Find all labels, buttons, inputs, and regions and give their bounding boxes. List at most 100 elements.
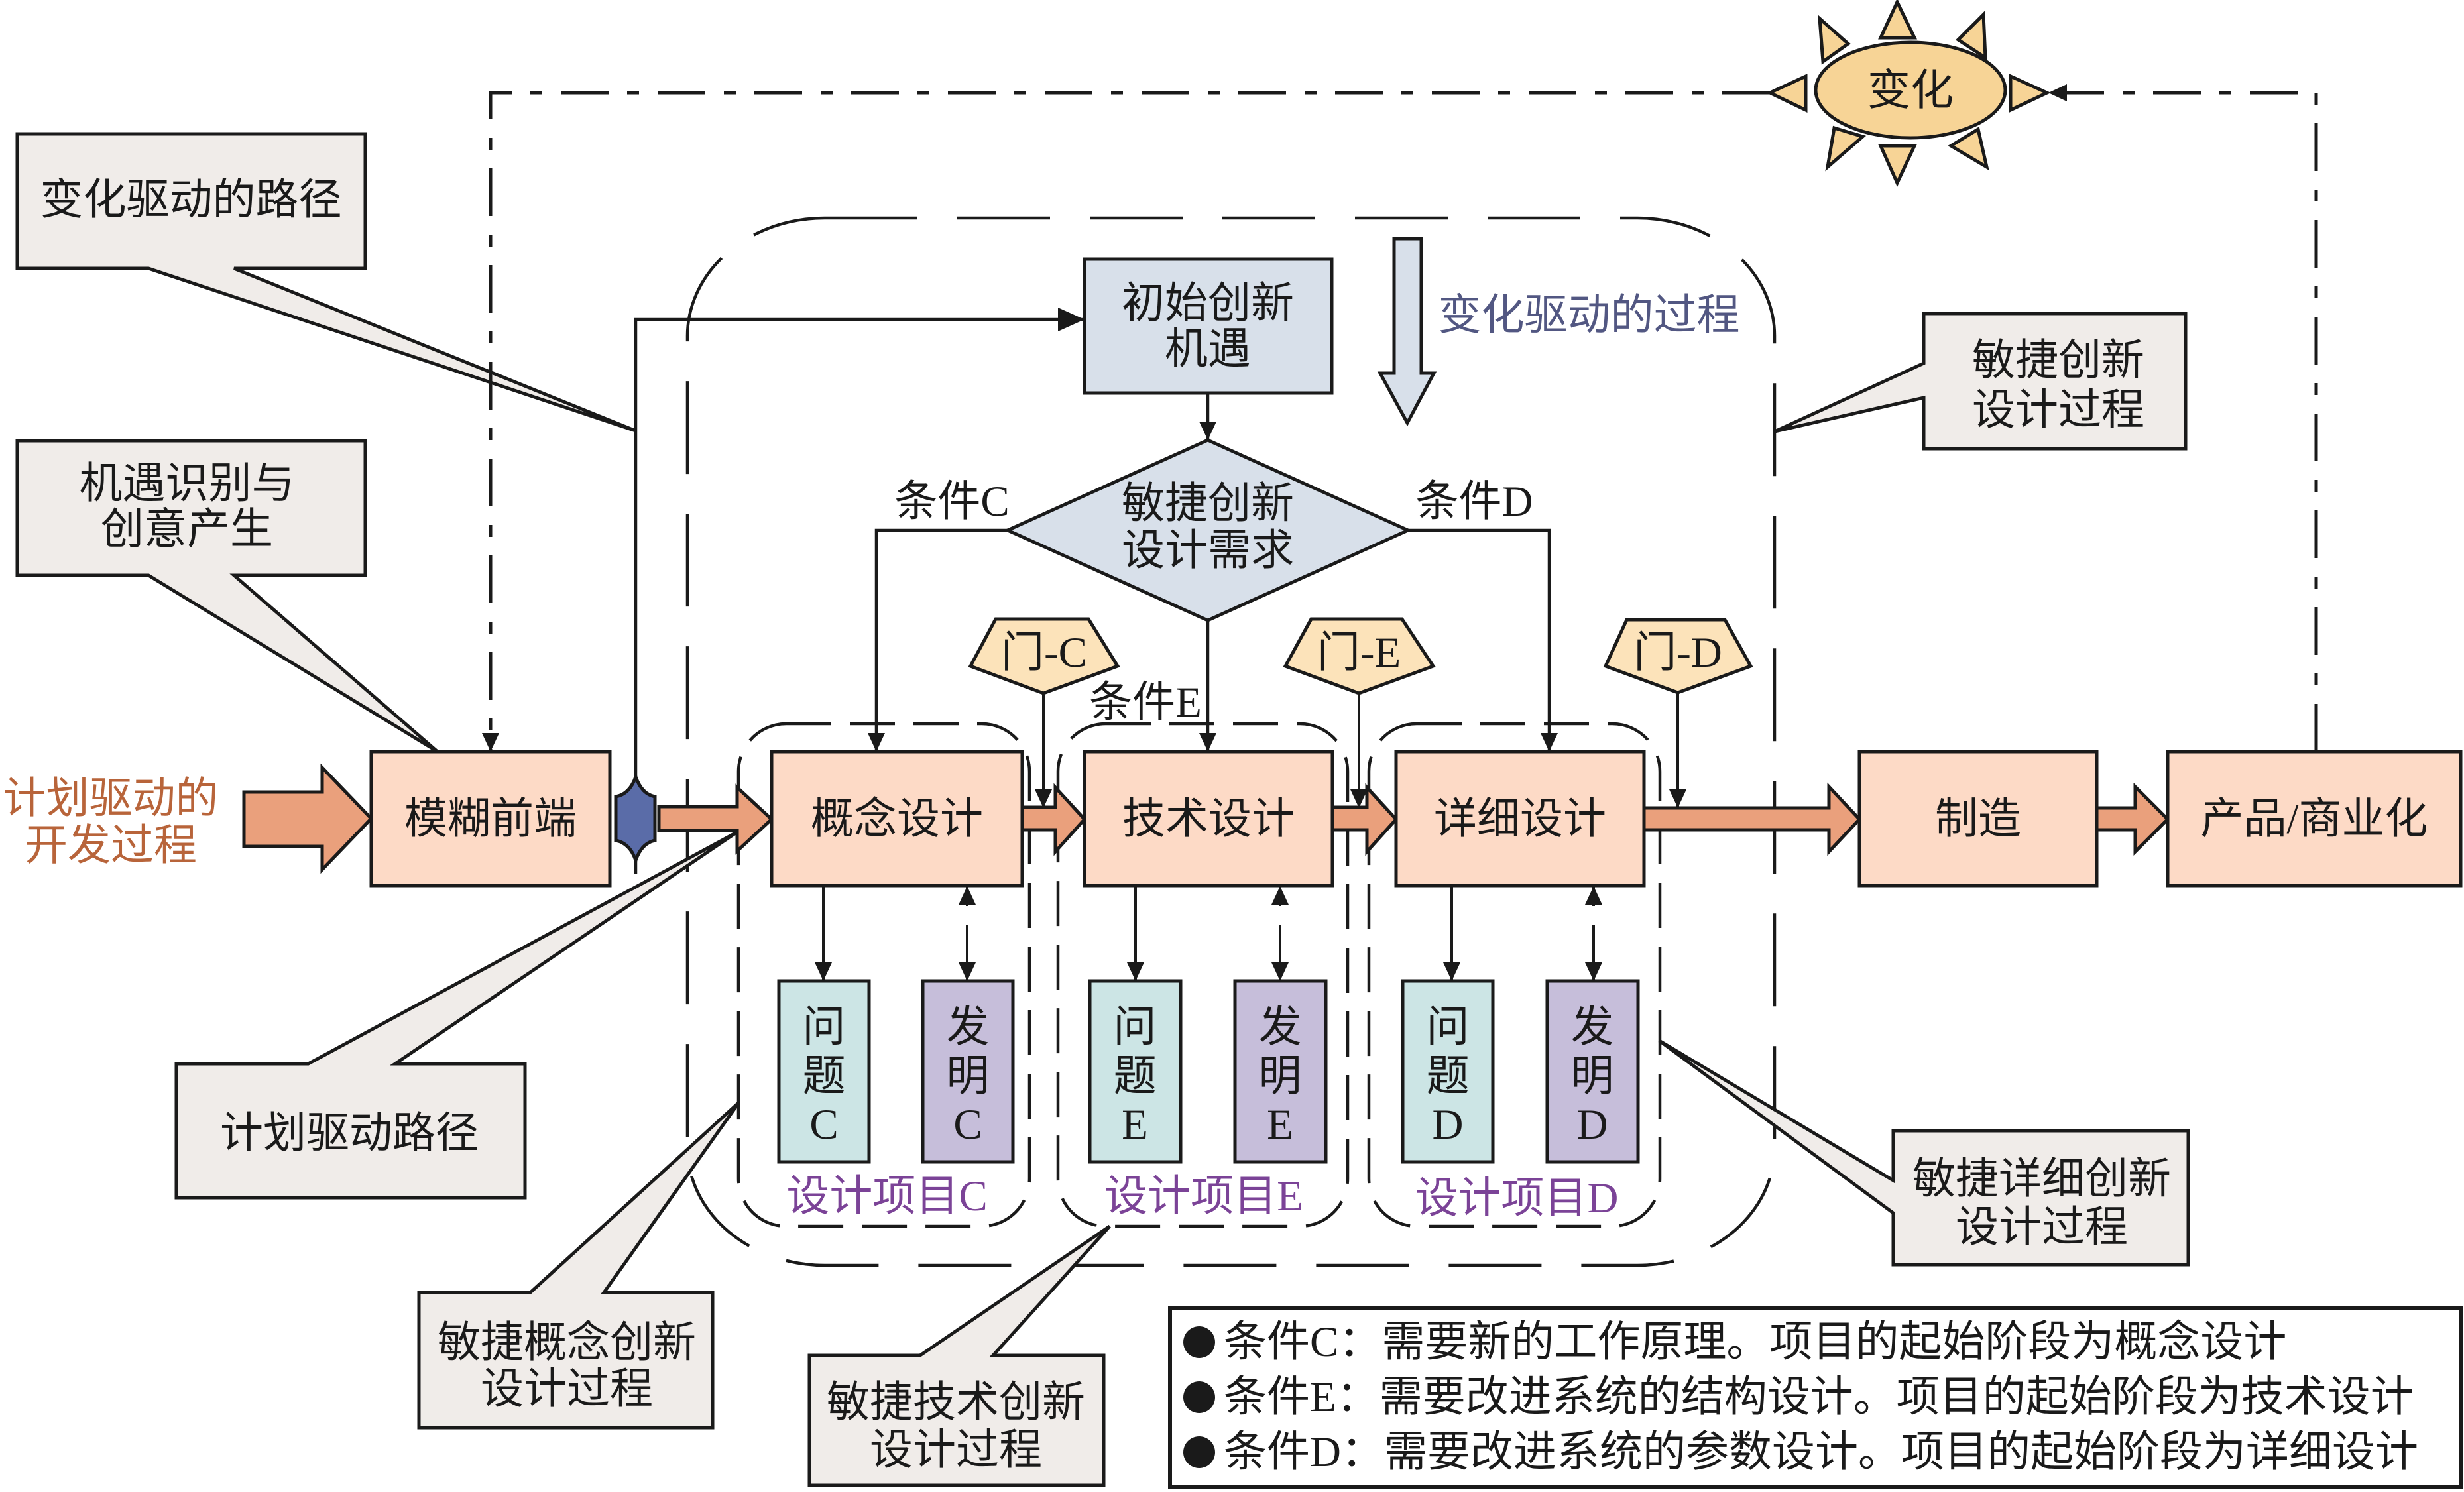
invention-char-3: D <box>1577 1101 1608 1149</box>
callout-text-line-2: 设计过程 <box>870 1426 1042 1474</box>
callout-text-line-1: 敏捷创新 <box>1972 337 2144 384</box>
problem-char-2: 题 <box>802 1053 845 1100</box>
plan-driven-process-label-line-1: 计划驱动的 <box>3 775 218 823</box>
flow-arrow-manufacturing-to-product <box>2095 782 2170 856</box>
problem-char-1: 问 <box>802 1004 845 1051</box>
condition-e-label: 条件E <box>1089 679 1202 726</box>
callout-agile-detailed-innovation: 敏捷详细创新 设计过程 <box>1658 1039 2190 1267</box>
gate-c: 门-C <box>968 617 1120 695</box>
process-label: 概念设计 <box>811 795 983 843</box>
design-project-e-label: 设计项目E <box>1104 1173 1303 1220</box>
callout-agile-concept-innovation: 敏捷概念创新 设计过程 <box>417 1101 741 1430</box>
problem-char-1: 问 <box>1426 1004 1469 1051</box>
invention-d-box: 发 明 D <box>1545 979 1640 1164</box>
callout-text: 变化驱动的路径 <box>40 176 341 224</box>
process-fuzzy-front-end: 模糊前端 <box>369 750 612 888</box>
initial-innovation-opportunity: 初始创新 机遇 <box>1083 257 1334 395</box>
invention-char-2: 明 <box>946 1053 989 1100</box>
gate-d: 门-D <box>1603 618 1753 695</box>
process-concept-design: 概念设计 <box>770 750 1024 888</box>
process-label: 模糊前端 <box>404 795 577 843</box>
process-technical-design: 技术设计 <box>1083 750 1334 888</box>
gate-e: 门-E <box>1283 617 1436 695</box>
process-product-commercialization: 产品/商业化 <box>2166 750 2463 888</box>
front-end-marker-icon <box>614 772 657 866</box>
gate-label: 门-D <box>1633 629 1722 677</box>
change-driven-down-arrow-icon <box>1377 237 1437 427</box>
invention-char-1: 发 <box>946 1004 989 1051</box>
condition-d-connector <box>1408 528 1558 752</box>
change-driven-process-label: 变化驱动的过程 <box>1438 292 1739 339</box>
opportunity-label-line-1: 初始创新 <box>1122 280 1294 327</box>
callout-text-line-2: 设计过程 <box>1956 1204 2128 1251</box>
design-project-c-boundary <box>736 722 1031 1228</box>
condition-c-connector <box>868 528 1008 752</box>
gate-label: 门-C <box>1001 629 1087 677</box>
flow-arrow-concept-to-technical <box>1020 783 1087 856</box>
agile-innovation-process-boundary <box>685 216 1777 1267</box>
invention-char-2: 明 <box>1570 1053 1613 1100</box>
invention-char-3: C <box>953 1101 982 1149</box>
legend-bullet-icon <box>1183 1381 1215 1413</box>
problem-char-1: 问 <box>1113 1004 1156 1051</box>
legend-item-condition-e: 条件E：需要改进系统的结构设计。项目的起始阶段为技术设计 <box>1224 1373 2414 1421</box>
problem-char-3: E <box>1122 1101 1148 1149</box>
callout-text-line-1: 敏捷技术创新 <box>827 1379 1085 1426</box>
process-label: 制造 <box>1935 795 2021 843</box>
invention-char-1: 发 <box>1570 1004 1613 1051</box>
change-driven-connector <box>634 308 1085 874</box>
flow-arrow-front-end-to-concept <box>657 783 774 855</box>
invention-c-box: 发 明 C <box>921 979 1015 1164</box>
problem-char-3: C <box>809 1101 838 1149</box>
flow-arrow-detailed-to-manufacturing <box>1642 782 1862 856</box>
legend-bullet-icon <box>1183 1436 1215 1468</box>
callout-text-line-2: 设计过程 <box>1972 386 2144 434</box>
callout-plan-driven-path: 计划驱动路径 <box>174 831 738 1200</box>
callout-agile-innovation-design-process: 敏捷创新 设计过程 <box>1773 312 2188 451</box>
change-label: 变化 <box>1867 67 1954 115</box>
callout-agile-technical-innovation: 敏捷技术创新 设计过程 <box>807 1224 1111 1487</box>
legend-bullet-icon <box>1183 1326 1215 1358</box>
callout-change-driven-path: 变化驱动的路径 <box>15 132 636 433</box>
problem-e-box: 问 题 E <box>1088 979 1183 1164</box>
design-project-c-label: 设计项目C <box>786 1173 987 1220</box>
conditions-legend: 条件C：需要新的工作原理。项目的起始阶段为概念设计 条件E：需要改进系统的结构设… <box>1168 1306 2463 1489</box>
condition-c-label: 条件C <box>894 478 1009 526</box>
design-project-d-boundary <box>1367 722 1662 1228</box>
gate-label: 门-E <box>1317 629 1401 677</box>
change-feedback-path-left <box>482 91 1770 752</box>
change-feedback-path-right <box>2048 84 2318 752</box>
problem-c-box: 问 题 C <box>777 979 871 1164</box>
callout-opportunity-identification: 机遇识别与 创意产生 <box>15 439 439 754</box>
callout-text-line-2: 设计过程 <box>481 1365 653 1413</box>
callout-text-line-1: 敏捷详细创新 <box>1912 1155 2171 1203</box>
design-project-e-boundary <box>1056 722 1350 1228</box>
opportunity-label-line-2: 机遇 <box>1165 325 1251 373</box>
problem-d-box: 问 题 D <box>1401 979 1495 1164</box>
agile-innovation-design-requirement-decision: 敏捷创新 设计需求 <box>1003 438 1413 622</box>
process-detailed-design: 详细设计 <box>1394 750 1646 888</box>
callout-text-line-2: 创意产生 <box>101 506 273 553</box>
invention-e-box: 发 明 E <box>1233 979 1328 1164</box>
invention-char-2: 明 <box>1258 1053 1301 1100</box>
process-label: 详细设计 <box>1434 795 1606 843</box>
flow-arrow-technical-to-detailed <box>1330 783 1399 856</box>
invention-char-3: E <box>1267 1101 1293 1149</box>
callout-text-line-1: 敏捷概念创新 <box>438 1319 696 1367</box>
callout-text: 计划驱动路径 <box>220 1110 479 1157</box>
problem-char-2: 题 <box>1113 1053 1156 1100</box>
design-project-d-label: 设计项目D <box>1415 1175 1619 1222</box>
legend-item-condition-c: 条件C：需要新的工作原理。项目的起始阶段为概念设计 <box>1224 1318 2286 1366</box>
condition-d-label: 条件D <box>1416 478 1533 526</box>
callout-text-line-1: 机遇识别与 <box>79 460 294 508</box>
process-manufacturing: 制造 <box>1857 750 2099 888</box>
legend-item-condition-d: 条件D：需要改进系统的参数设计。项目的起始阶段为详细设计 <box>1224 1428 2418 1476</box>
plan-driven-process-label-line-2: 开发过程 <box>25 822 197 870</box>
decision-label-line-1: 敏捷创新 <box>1122 480 1294 528</box>
change-sun-icon: 变化 <box>1766 0 2051 188</box>
invention-char-1: 发 <box>1258 1004 1301 1051</box>
process-label: 技术设计 <box>1122 795 1295 843</box>
problem-char-2: 题 <box>1426 1053 1469 1100</box>
decision-label-line-2: 设计需求 <box>1122 527 1294 575</box>
